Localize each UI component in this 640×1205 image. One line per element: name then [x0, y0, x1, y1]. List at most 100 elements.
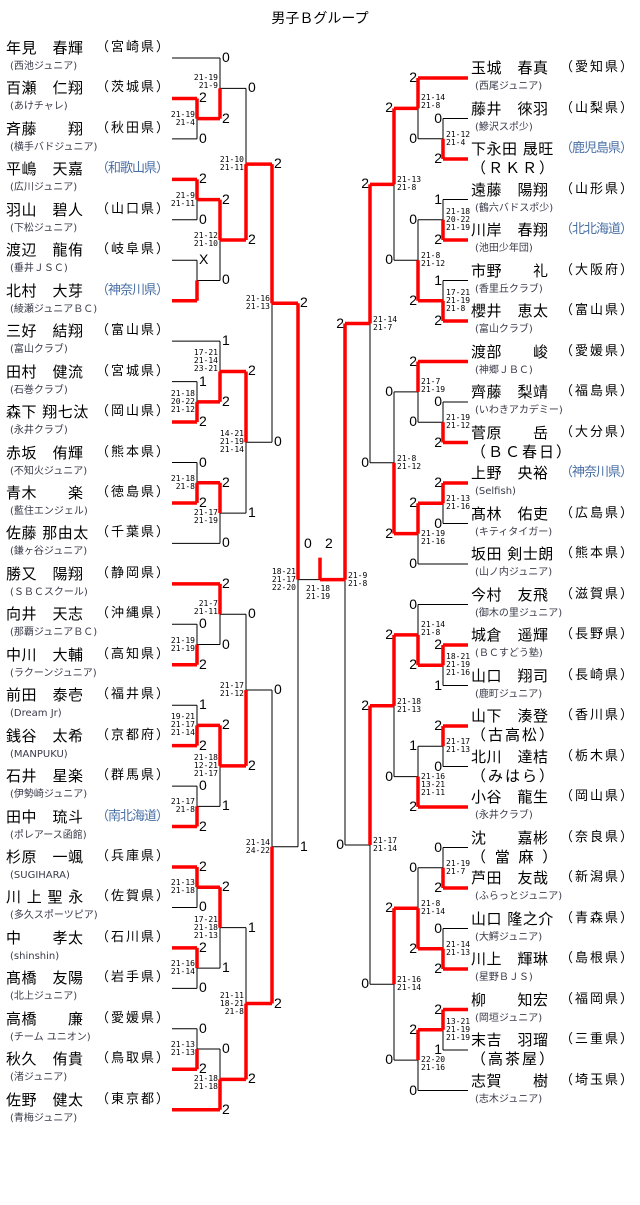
- game-score: 21-13: [446, 745, 471, 755]
- player-prefecture: （兵庫県）: [96, 849, 172, 864]
- game-score: 21-18: [446, 206, 471, 216]
- player-name: 高橋 廉: [6, 1009, 84, 1028]
- player-team: (ふらっとジュニア): [475, 891, 563, 902]
- player-team: (藍住エンジェル): [10, 505, 88, 517]
- player-name: 川上 輝琳: [471, 950, 549, 968]
- player-team: (青梅ジュニア): [10, 1112, 78, 1124]
- match-score: 2: [222, 473, 230, 490]
- match-score: 1: [222, 959, 230, 976]
- game-score: 18-21: [446, 652, 471, 662]
- match-score: 1: [222, 797, 230, 814]
- match-score: 2: [199, 413, 207, 430]
- game-score: 21-17: [193, 768, 218, 778]
- game-score: 21-18: [306, 583, 331, 593]
- match-score: 2: [199, 938, 207, 955]
- match-score: 0: [385, 1051, 393, 1068]
- game-score: 21-19: [446, 1024, 471, 1034]
- match-score: 0: [434, 757, 442, 774]
- player-name: 石井 星楽: [6, 767, 84, 786]
- player-prefecture: （福島県）: [560, 384, 636, 399]
- match-score: 1: [434, 1041, 442, 1057]
- game-score: 21-16: [446, 502, 471, 512]
- player-name: 城倉 遥輝: [471, 626, 549, 644]
- game-score: 21-9: [175, 190, 195, 200]
- game-score: 21-9: [348, 570, 368, 580]
- player-name: 北川 達桔: [471, 747, 549, 766]
- player-name: 山口 翔司: [471, 666, 549, 685]
- player-team: (多久スポーツピア): [10, 910, 98, 922]
- player-team: (ラクーンジュニア): [10, 667, 97, 679]
- player-name: 向井 天志: [6, 605, 84, 624]
- match-score: 2: [361, 696, 369, 713]
- player-prefecture: （青森県）: [560, 910, 636, 926]
- match-score: 2: [409, 939, 417, 956]
- match-score: 0: [361, 975, 369, 992]
- player-prefecture: （山梨県）: [560, 100, 636, 116]
- player-prefecture: （愛知県）: [560, 60, 636, 75]
- player-name: 秋久 侑貴: [6, 1050, 84, 1069]
- player-name: 玉城 春真: [471, 59, 549, 77]
- game-score: 21-13: [170, 1040, 195, 1050]
- player-prefecture: （大分県）: [560, 424, 636, 440]
- game-score: 21-18: [170, 886, 195, 896]
- player-prefecture: （岩手県）: [96, 970, 172, 986]
- player-prefecture: （宮崎県）: [96, 40, 172, 55]
- game-score: 21-13: [397, 704, 422, 714]
- player-team: （高茶屋）: [471, 1050, 557, 1068]
- player-prefecture: （富山県）: [560, 303, 636, 318]
- match-score: 0: [199, 1019, 207, 1036]
- match-score: 2: [409, 291, 417, 308]
- player-team: (岡垣ジュニア): [475, 1012, 543, 1024]
- match-score: 2: [409, 69, 417, 85]
- game-score: 21-13: [170, 1048, 195, 1058]
- player-prefecture: （愛媛県）: [560, 343, 636, 359]
- match-score: 2: [222, 392, 230, 409]
- match-score: 2: [222, 1100, 230, 1117]
- game-score: 17-21: [193, 914, 218, 924]
- player-name: 沈 嘉彬: [471, 828, 549, 847]
- player-name: 平嶋 天嘉: [6, 160, 84, 179]
- player-name: 川岸 春翔: [471, 221, 549, 239]
- player-name: 北村 大芽: [6, 281, 84, 300]
- player-prefecture: （長野県）: [560, 627, 636, 642]
- player-team: (西池ジュニア): [10, 61, 78, 72]
- player-name: 三好 結翔: [6, 322, 84, 341]
- player-name: 佐野 健太: [6, 1090, 84, 1109]
- game-score: 21-11: [421, 787, 446, 797]
- match-score: 2: [199, 736, 207, 753]
- player-name: 渡部 峻: [471, 342, 549, 361]
- player-prefecture: （熊本県）: [96, 444, 172, 460]
- match-score: 2: [222, 878, 230, 895]
- game-score: 21-17: [170, 797, 195, 807]
- player-prefecture: （南北海道）: [96, 808, 169, 824]
- player-team: (大鰐ジュニア): [475, 931, 543, 943]
- game-score: 21-8: [397, 183, 417, 193]
- player-prefecture: （鳥取県）: [96, 1051, 172, 1067]
- player-name: 櫻井 恵太: [471, 302, 549, 320]
- game-score: 21-11: [219, 990, 244, 1000]
- game-score: 21-12: [446, 421, 471, 431]
- player-team: (香里丘クラブ): [475, 283, 543, 295]
- player-team: (綾瀬ジュニアＢＣ): [10, 303, 98, 315]
- player-prefecture: （山形県）: [560, 181, 636, 197]
- player-prefecture: （熊本県）: [560, 546, 636, 561]
- player-team: (御木の里ジュニア): [475, 607, 563, 619]
- player-team: (石巻クラブ): [10, 384, 68, 396]
- player-name: 末吉 羽瑠: [471, 1031, 549, 1049]
- game-score: 21-7: [421, 376, 441, 386]
- player-prefecture: （長崎県）: [560, 667, 636, 683]
- player-prefecture: （栃木県）: [560, 748, 636, 764]
- match-score: 2: [222, 574, 230, 591]
- match-score: 0: [409, 555, 417, 571]
- match-score: 0: [199, 898, 207, 915]
- player-name: 渡辺 龍侑: [6, 241, 84, 260]
